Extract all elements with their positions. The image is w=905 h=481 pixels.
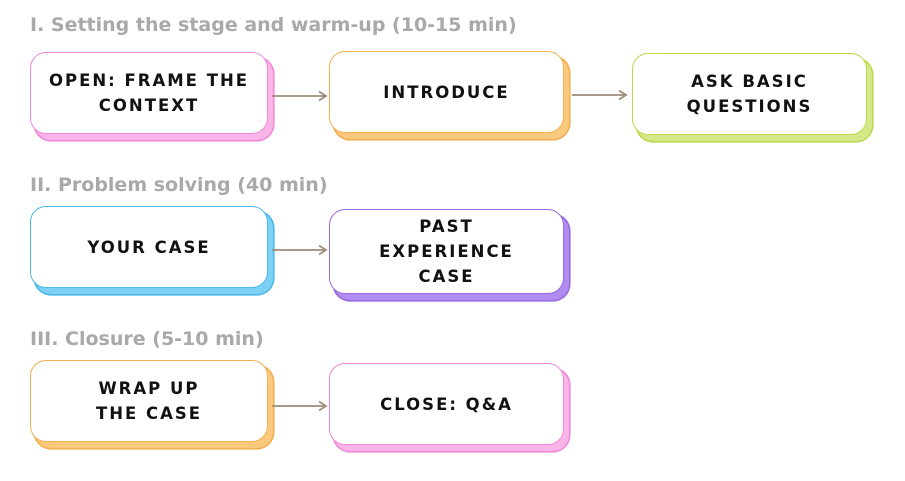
step-past-experience-case: PAST EXPERIENCE CASE — [329, 209, 564, 294]
arrow-icon — [272, 244, 328, 256]
step-open-frame-context: OPEN: FRAME THE CONTEXT — [30, 52, 268, 134]
arrow-icon — [272, 90, 328, 102]
step-label: CLOSE: Q&A — [380, 394, 513, 414]
arrow-icon — [272, 400, 328, 412]
section-title-closure: III. Closure (5-10 min) — [30, 328, 264, 350]
step-close-qa: CLOSE: Q&A — [329, 363, 564, 445]
step-label: YOUR CASE — [87, 237, 211, 257]
step-label: WRAP UP THE CASE — [95, 379, 203, 423]
step-label: ASK BASIC QUESTIONS — [686, 72, 813, 116]
step-ask-basic-questions: ASK BASIC QUESTIONS — [632, 53, 867, 135]
step-label: OPEN: FRAME THE CONTEXT — [48, 71, 250, 115]
section-title-setting-stage: I. Setting the stage and warm-up (10-15 … — [30, 14, 517, 36]
section-title-problem-solving: II. Problem solving (40 min) — [30, 174, 328, 196]
step-wrap-up-case: WRAP UP THE CASE — [30, 360, 268, 442]
step-your-case: YOUR CASE — [30, 206, 268, 288]
step-label: INTRODUCE — [383, 82, 510, 102]
step-introduce: INTRODUCE — [329, 51, 564, 133]
arrow-icon — [572, 89, 628, 101]
step-label: PAST EXPERIENCE CASE — [379, 217, 514, 286]
